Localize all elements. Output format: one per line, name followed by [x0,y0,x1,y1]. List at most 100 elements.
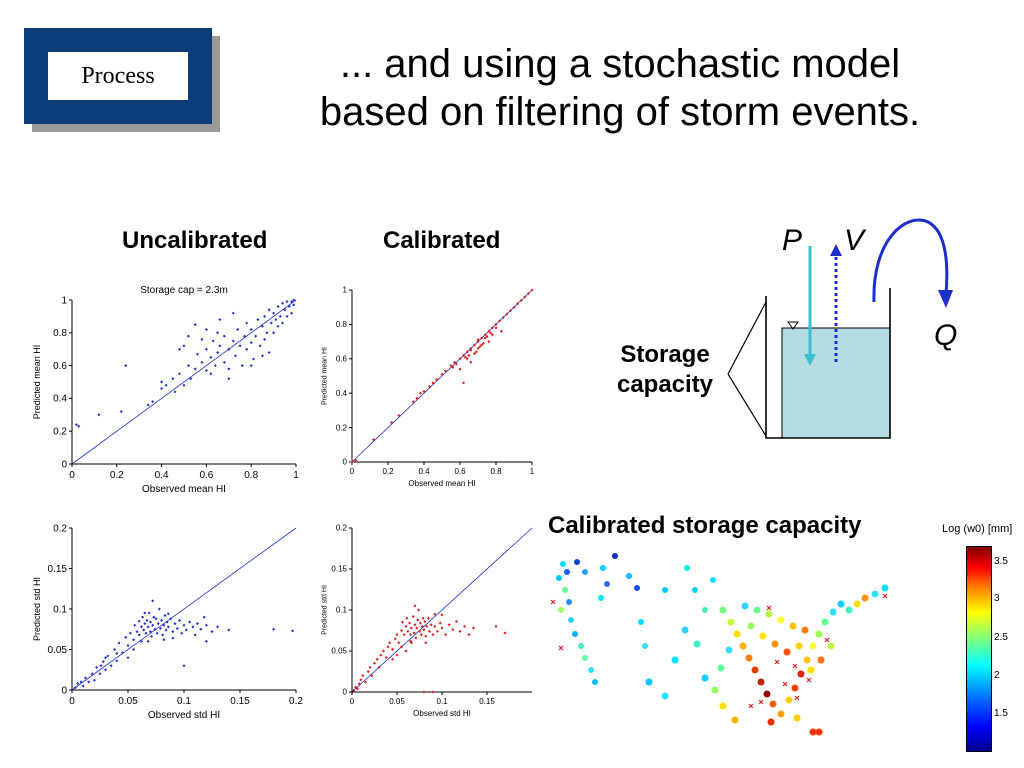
data-point [292,298,296,302]
data-point [476,340,480,344]
data-point [413,623,417,627]
data-point [145,618,149,622]
data-point [104,668,108,672]
data-point [87,680,91,684]
p-label: P [782,224,802,257]
data-point [278,314,282,318]
data-point [260,324,264,328]
runoff-arrow [872,218,949,303]
data-point [451,365,455,369]
data-point [210,630,214,634]
data-point [98,672,102,676]
data-point [213,364,217,368]
data-point [254,334,258,338]
data-point [81,684,85,688]
data-point [227,628,231,632]
data-point [150,635,154,639]
data-point [469,348,473,352]
data-point [160,387,164,391]
map-stations [556,553,889,736]
data-point [490,326,494,330]
data-point [124,635,128,639]
data-point [420,624,424,628]
data-point [462,381,466,385]
data-point [449,364,453,368]
data-point [178,372,182,376]
data-point [480,343,484,347]
data-point [422,389,426,393]
data-point [204,369,208,373]
data-point [419,633,423,637]
data-point [435,377,439,381]
data-point [204,328,208,332]
data-point [424,641,428,645]
data-point [427,629,431,633]
data-point [186,364,190,368]
data-point [231,311,235,315]
data-point [472,352,476,356]
data-point [388,641,392,645]
data-point [487,340,491,344]
data-point [489,331,493,335]
data-point [366,670,370,673]
data-point [151,599,155,603]
colorbar-tick-label: 3 [994,593,1000,604]
runoff-arrowhead [938,290,953,308]
data-point [355,687,359,691]
x-tick-label: 0.15 [230,696,250,707]
x-axis-label: Observed mean HI [408,479,475,488]
data-point [99,664,103,668]
data-point [218,318,222,322]
uncalibrated-title: Uncalibrated [122,227,268,254]
data-point [216,625,220,629]
x-axis-label: Observed std HI [413,709,471,718]
data-point [458,367,462,371]
data-point [352,688,356,692]
data-point [292,303,296,307]
data-point [182,344,186,348]
data-point [408,621,412,625]
data-point [400,645,403,649]
precipitation-arrowhead [804,354,816,366]
data-point [440,613,444,617]
data-point [454,619,458,623]
data-point [124,364,128,368]
data-point [142,628,146,632]
data-point [409,639,412,643]
data-point [372,438,376,442]
data-point [290,311,294,315]
data-point [415,626,419,630]
data-point [240,364,244,368]
data-point [79,680,83,684]
data-point [193,633,197,637]
data-point [397,641,401,645]
data-point [379,653,383,657]
data-point [265,331,269,335]
data-point [465,357,469,361]
data-point [463,624,466,628]
data-point [269,321,273,325]
data-point [530,288,534,292]
headline-line-2: based on filtering of storm events. [319,90,921,134]
data-point [411,400,415,404]
data-point [227,347,231,351]
one-to-one-line [351,289,533,463]
data-point [494,624,498,628]
x-tick-label: 0.8 [244,470,258,481]
data-point [400,620,404,624]
x-tick-label: 0.1 [177,696,191,707]
v-label: V [844,224,867,257]
data-point [422,628,426,632]
data-point [90,672,94,676]
data-point [148,620,152,624]
data-point [209,355,213,359]
data-point [109,664,113,668]
data-point [132,638,136,642]
data-point [137,633,141,637]
y-axis-label: Predicted mean HI [32,345,42,420]
data-point [472,626,475,630]
data-point [161,633,165,637]
x-tick-label: 0 [69,470,75,481]
data-point [409,641,413,645]
data-point [236,328,240,332]
